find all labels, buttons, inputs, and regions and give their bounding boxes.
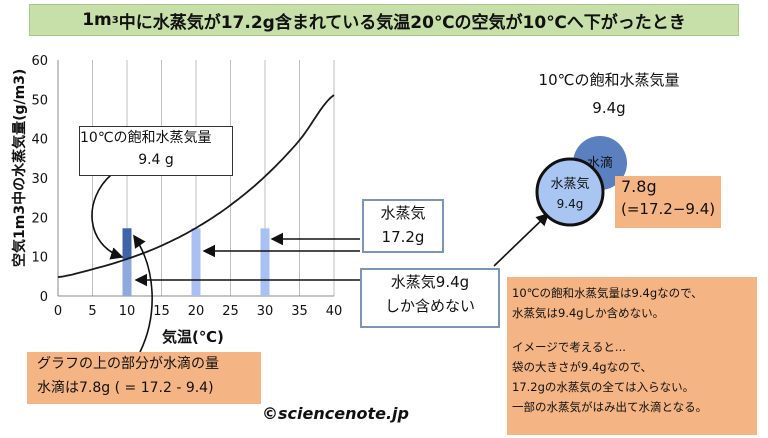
sat-label-line1: 10℃の飽和水蒸気量 xyxy=(538,71,680,89)
graph-note: グラフの上の部分が水滴の量 水滴は7.8g ( = 17.2 - 9.4) xyxy=(27,352,261,404)
callout-line1: 10℃の飽和水蒸気量 xyxy=(80,130,212,146)
vapor-bag-circle xyxy=(535,157,605,227)
vapor-box-line2: 17.2g xyxy=(381,228,425,246)
arrow-box-to-bag xyxy=(493,212,550,267)
bar xyxy=(122,228,132,296)
explain-line4: 袋の大きさが9.4gなので、 xyxy=(512,360,653,374)
x-tick-label: 15 xyxy=(153,304,170,319)
y-tick-label: 60 xyxy=(31,54,48,69)
explain-line3: イメージで考えると... xyxy=(512,340,626,354)
explain-line2: 水蒸気は9.4gしか含めない。 xyxy=(512,306,665,320)
limit-box: 水蒸気9.4g しか含めない xyxy=(360,268,500,328)
x-tick-label: 40 xyxy=(326,304,343,319)
x-tick-label: 5 xyxy=(88,304,96,319)
bag-vapor-value: 9.4g xyxy=(557,197,584,211)
graph-note-line2: 水滴は7.8g ( = 17.2 - 9.4) xyxy=(37,380,214,396)
credit: ©sciencenote.jp xyxy=(262,404,409,423)
explain-line6: 一部の水蒸気がはみ出て水滴となる。 xyxy=(512,400,708,414)
drop-box-line2: (=17.2−9.4) xyxy=(621,200,716,218)
drop-amount-box: 7.8g (=17.2−9.4) xyxy=(615,176,721,228)
x-axis-label: 気温(℃) xyxy=(162,328,224,346)
saturation-curve xyxy=(57,94,335,278)
y-tick-label: 40 xyxy=(31,133,48,148)
vapor-box: 水蒸気 17.2g xyxy=(362,199,444,253)
x-tick-label: 10 xyxy=(119,304,136,319)
bar-top-segment xyxy=(122,228,132,260)
y-tick-label: 10 xyxy=(31,251,48,266)
x-tick-label: 35 xyxy=(291,304,308,319)
x-tick-label: 20 xyxy=(188,304,205,319)
x-tick-label: 0 xyxy=(54,304,62,319)
bar xyxy=(191,228,201,296)
explanation-box: 10℃の飽和水蒸気量は9.4gなので、 水蒸気は9.4gしか含めない。 イメージ… xyxy=(507,277,757,435)
arrow-note-to-segment xyxy=(133,234,153,353)
vapor-box-line1: 水蒸気 xyxy=(380,204,426,222)
title-suffix: 中に水蒸気が17.2g含まれている気温20℃の空気が10℃へ下がったとき xyxy=(118,12,686,33)
explain-line1: 10℃の飽和水蒸気量は9.4gなので、 xyxy=(512,286,703,300)
limit-box-line1: 水蒸気9.4g xyxy=(390,273,470,291)
x-tick-label: 30 xyxy=(257,304,274,319)
bar xyxy=(260,228,270,296)
x-tick-label: 25 xyxy=(222,304,239,319)
limit-box-line2: しか含めない xyxy=(384,297,475,315)
graph-note-line1: グラフの上の部分が水滴の量 xyxy=(37,356,219,372)
y-tick-label: 50 xyxy=(31,93,48,108)
explain-line5: 17.2gの水蒸気の全ては入らない。 xyxy=(512,380,695,394)
sat-label-line2: 9.4g xyxy=(592,99,626,117)
y-tick-label: 20 xyxy=(31,211,48,226)
saturation-callout: 10℃の飽和水蒸気量 9.4 g xyxy=(79,126,233,176)
bag-vapor-label: 水蒸気 xyxy=(550,176,589,192)
title-prefix: 1m xyxy=(82,10,112,30)
saturation-label: 10℃の飽和水蒸気量 9.4g xyxy=(508,66,710,122)
drop-box-line1: 7.8g xyxy=(621,177,657,196)
arrow-callout-to-curve xyxy=(91,173,124,260)
title-sup: 3 xyxy=(111,14,119,26)
y-tick-label: 0 xyxy=(40,290,48,305)
y-tick-label: 30 xyxy=(31,172,48,187)
callout-line2: 9.4 g xyxy=(138,152,174,168)
